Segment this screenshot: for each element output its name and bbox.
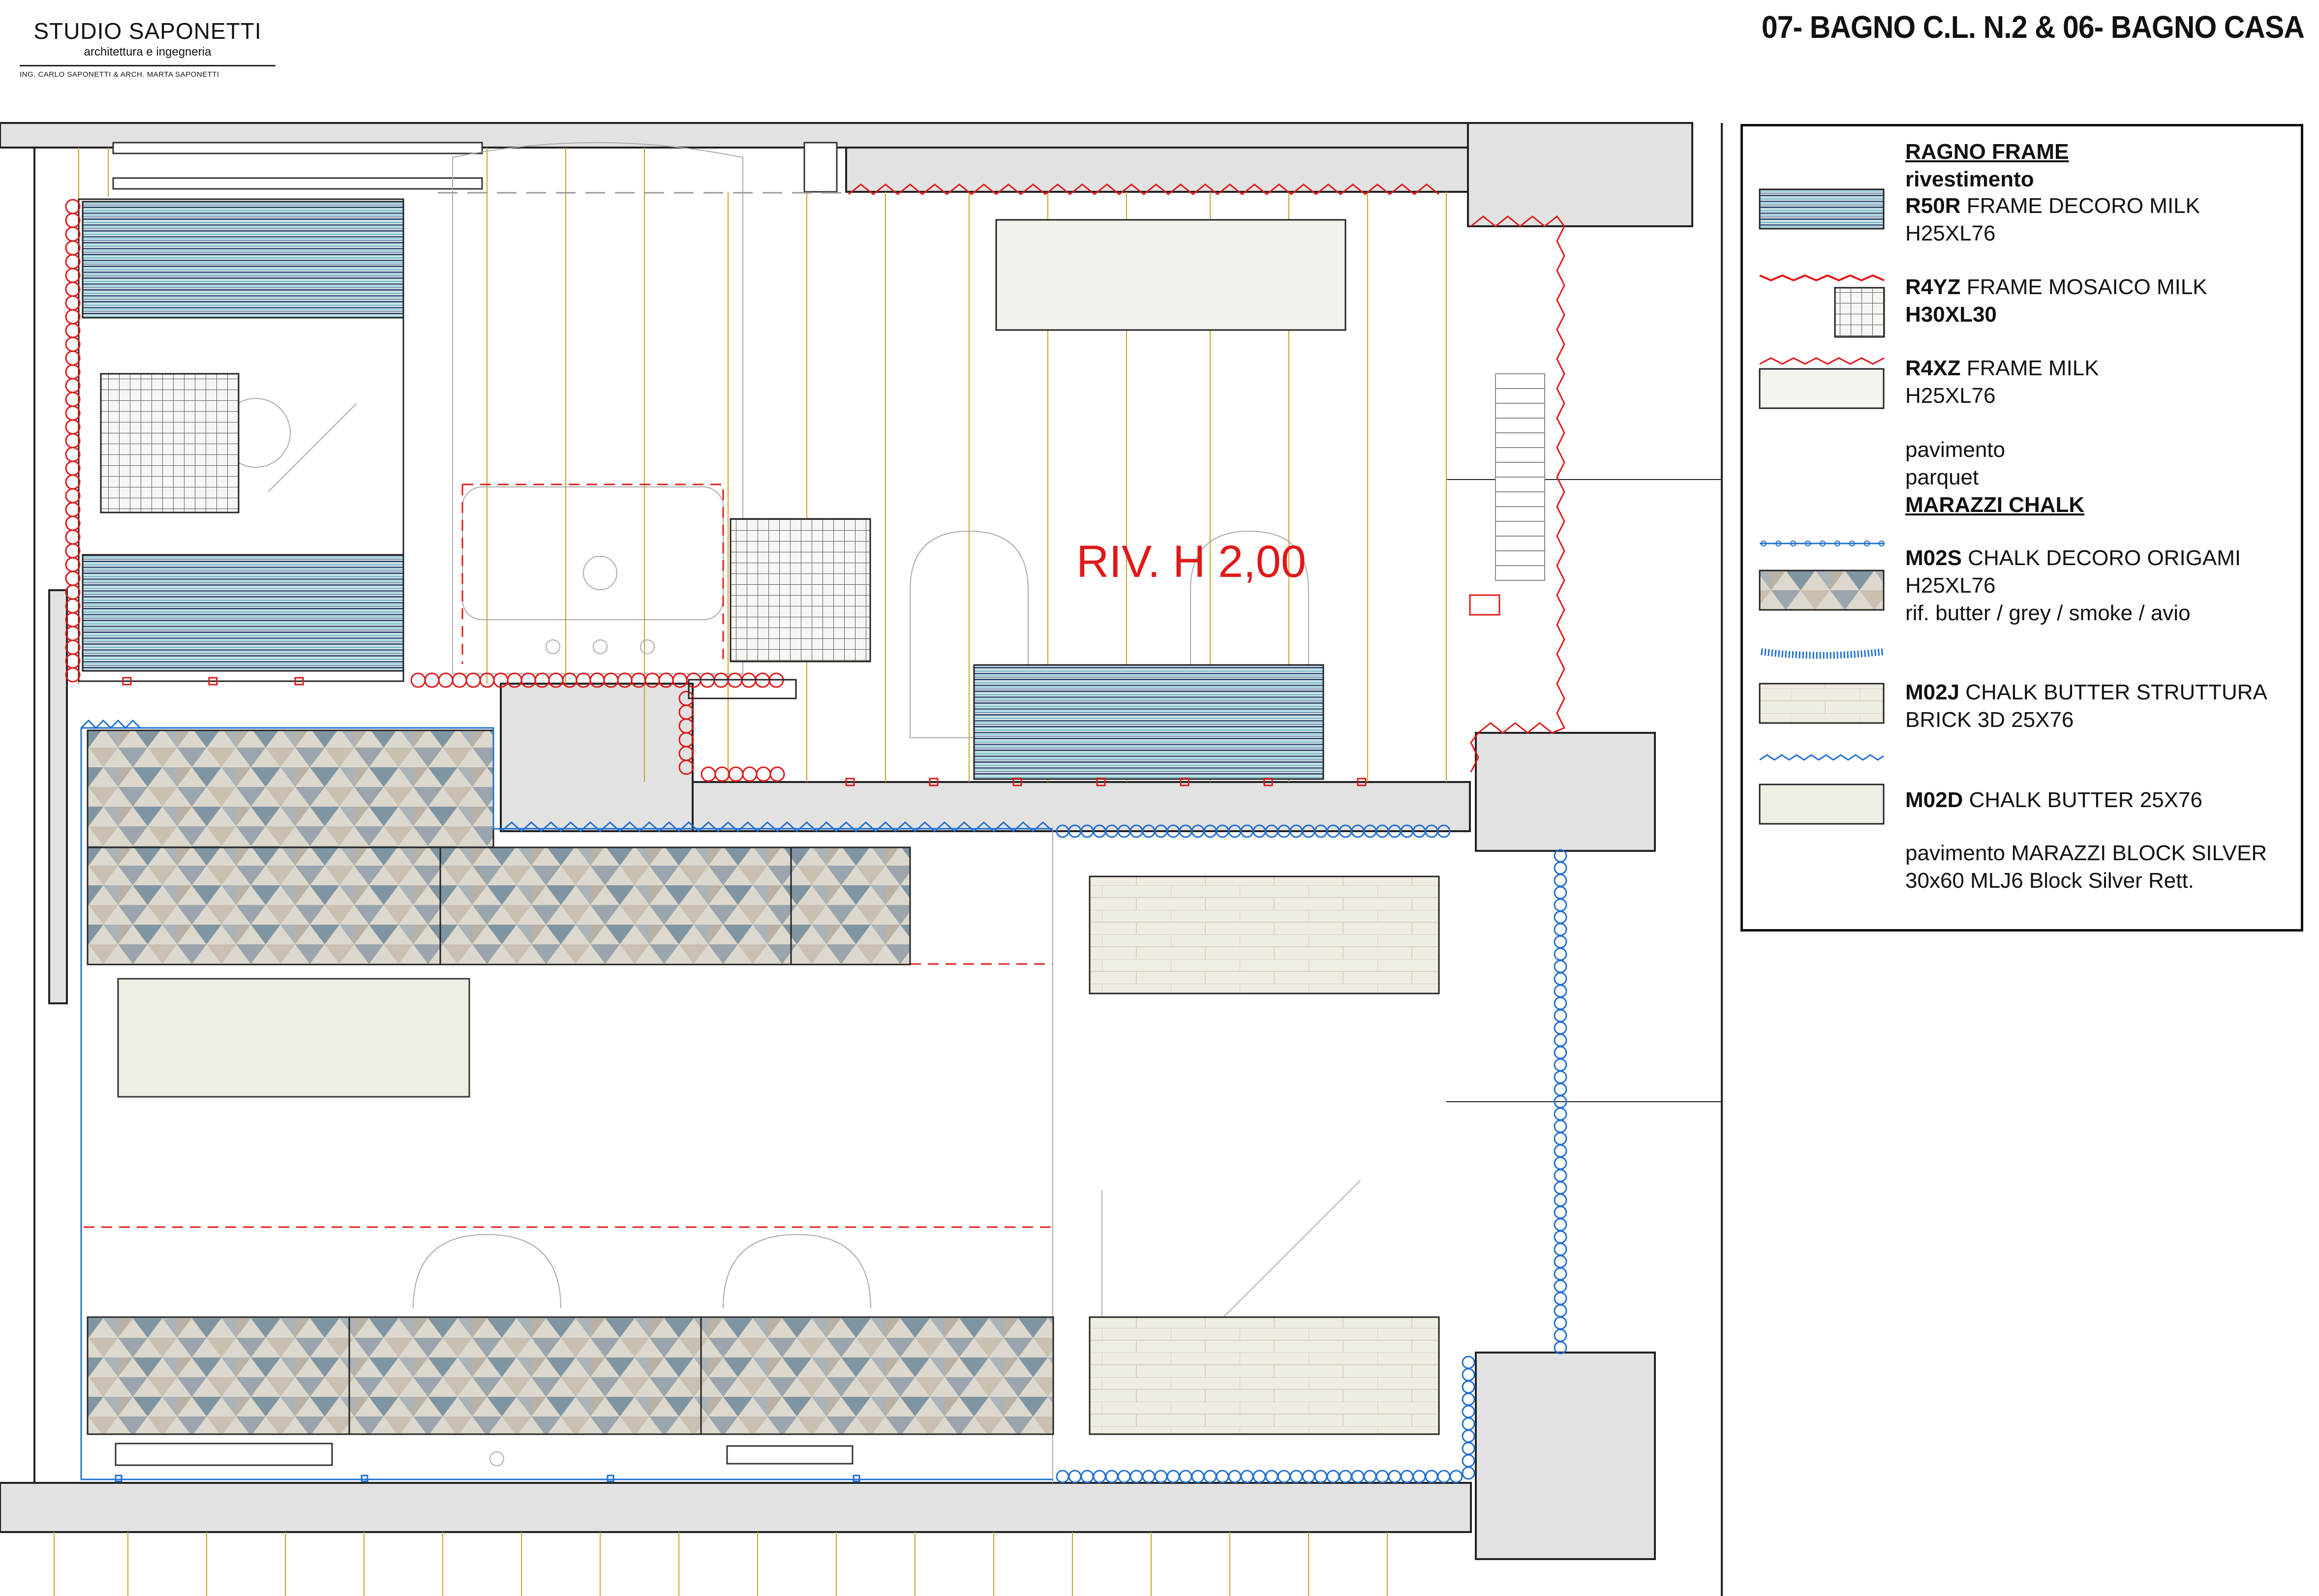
tile-mosaic-1: [100, 373, 240, 513]
legend-frame-sub: rivestimento: [1905, 167, 2034, 191]
red-dashed-lines: [84, 483, 1053, 1228]
studio-subtitle: architettura e ingegneria: [84, 45, 212, 59]
walls: [0, 122, 1693, 1560]
upper-fixtures: [78, 142, 1545, 738]
studio-people: ING. CARLO SAPONETTI & ARCH. MARTA SAPON…: [20, 70, 219, 79]
tile-mosaic-2: [730, 518, 871, 662]
studio-name: STUDIO SAPONETTI: [33, 18, 262, 44]
tile-decoro-3: [973, 664, 1324, 780]
lower-fixtures: [115, 831, 1361, 1483]
legend: RAGNO FRAME rivestimento R50R FRAME DECO…: [1740, 124, 2303, 932]
legend-swatches: [1759, 188, 1885, 825]
tile-decoro-1: [82, 201, 404, 319]
tile-milk-1: [995, 219, 1346, 331]
drawing-title: 07- BAGNO C.L. N.2 & 06- BAGNO CASA: [1761, 9, 2305, 45]
legend-frame-heading: RAGNO FRAME: [1905, 140, 2069, 164]
red-markers: [65, 183, 1566, 786]
legend-item-m02d: M02D CHALK BUTTER 25X76: [1905, 788, 2202, 812]
tile-brick-1: [1089, 875, 1440, 994]
wall-height-label: RIV. H 2,00: [1076, 537, 1307, 587]
tile-origami-1: [87, 729, 494, 848]
tile-origami-2: [87, 846, 911, 965]
studio-block: STUDIO SAPONETTI architettura e ingegner…: [20, 18, 275, 79]
tile-origami-3: [87, 1316, 1054, 1435]
blue-markers: [80, 719, 1567, 1483]
tile-brick-2: [1089, 1316, 1440, 1435]
studio-divider: [20, 65, 275, 66]
sill-outline: [688, 679, 797, 699]
tile-decoro-2: [82, 554, 404, 672]
